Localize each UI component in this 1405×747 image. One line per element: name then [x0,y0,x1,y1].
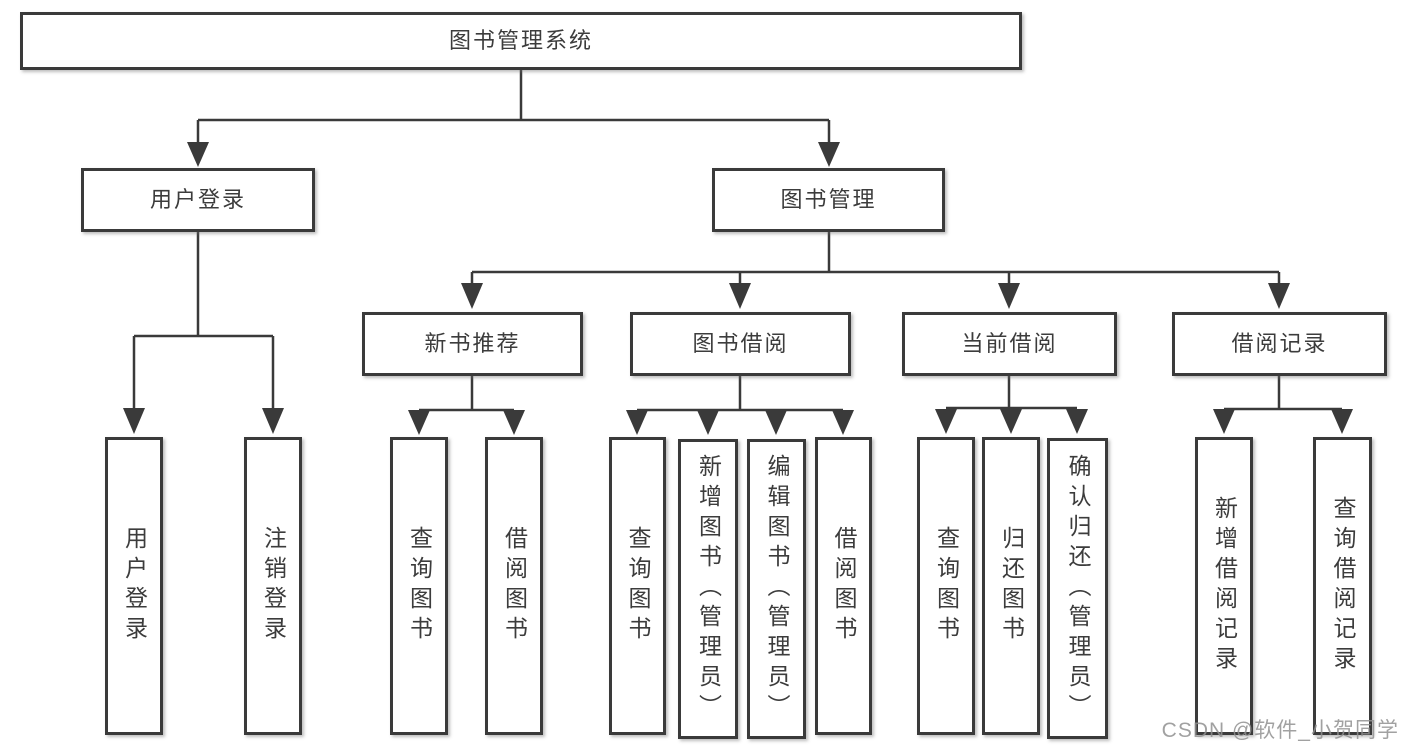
node-book-borrow-label: 图书借阅 [692,331,789,356]
leaf-borrow-edit-book: 编辑图书（管理员） [747,439,806,739]
leaf-current-return-book-label: 归还图书 [998,526,1025,646]
leaf-borrow-borrow-book: 借阅图书 [815,437,872,735]
arrowheads-level2 [187,142,840,167]
connector-new-recommend-to-leaves [419,376,514,412]
leaf-records-add-record: 新增借阅记录 [1195,437,1253,735]
leaf-borrow-add-book: 新增图书（管理员） [678,439,738,739]
node-book-borrow: 图书借阅 [630,312,851,376]
connector-borrow-records-to-leaves [1224,376,1342,411]
node-current-borrow: 当前借阅 [902,312,1117,376]
arrowheads-book-borrow-leaves [626,410,854,435]
arrowheads-borrow-records-leaves [1213,409,1353,434]
node-new-book-recommend: 新书推荐 [362,312,583,376]
leaf-user-login: 用户登录 [105,437,163,735]
node-root-system: 图书管理系统 [20,12,1022,70]
leaf-logout-login: 注销登录 [244,437,302,735]
node-current-borrow-label: 当前借阅 [961,331,1058,356]
node-book-management: 图书管理 [712,168,945,232]
leaf-recommend-borrow-book: 借阅图书 [485,437,543,735]
node-new-book-recommend-label: 新书推荐 [424,331,521,356]
connector-book-mgmt-to-level3 [470,232,1281,284]
leaf-recommend-query-book: 查询图书 [390,437,448,735]
leaf-records-query-record: 查询借阅记录 [1313,437,1372,735]
leaf-borrow-edit-book-label: 编辑图书（管理员） [764,454,790,724]
leaf-current-return-book: 归还图书 [982,437,1040,735]
node-user-login-label: 用户登录 [149,187,246,212]
arrowheads-user-login-leaves [123,408,284,434]
node-borrow-records-label: 借阅记录 [1231,331,1328,356]
arrowheads-new-recommend-leaves [408,410,525,435]
connector-current-borrow-to-leaves [946,376,1077,410]
leaf-current-confirm-return-label: 确认归还（管理员） [1065,453,1091,724]
leaf-recommend-borrow-book-label: 借阅图书 [501,526,528,646]
leaf-current-query-book-label: 查询图书 [933,526,960,646]
node-root-system-label: 图书管理系统 [448,28,593,53]
leaf-records-add-record-label: 新增借阅记录 [1211,496,1238,676]
arrowheads-current-borrow-leaves [935,409,1088,434]
leaf-current-confirm-return: 确认归还（管理员） [1047,438,1108,739]
leaf-records-query-record-label: 查询借阅记录 [1330,496,1356,676]
leaf-recommend-query-book-label: 查询图书 [406,526,433,646]
node-user-login: 用户登录 [81,168,315,232]
connector-user-login-to-leaves [132,232,275,409]
node-borrow-records: 借阅记录 [1172,312,1387,376]
leaf-borrow-query-book: 查询图书 [609,437,666,735]
arrowheads-level3 [461,283,1290,309]
connector-root-to-level2 [196,70,831,143]
leaf-borrow-add-book-label: 新增图书（管理员） [695,454,722,724]
watermark: CSDN @软件_小贺同学 [1161,719,1399,742]
leaf-logout-login-label: 注销登录 [260,526,287,646]
leaf-current-query-book: 查询图书 [917,437,975,735]
connector-book-borrow-to-leaves [637,376,843,412]
leaf-borrow-query-book-label: 查询图书 [625,526,651,646]
leaf-borrow-borrow-book-label: 借阅图书 [831,526,857,646]
leaf-user-login-label: 用户登录 [121,526,148,646]
node-book-management-label: 图书管理 [780,187,877,212]
